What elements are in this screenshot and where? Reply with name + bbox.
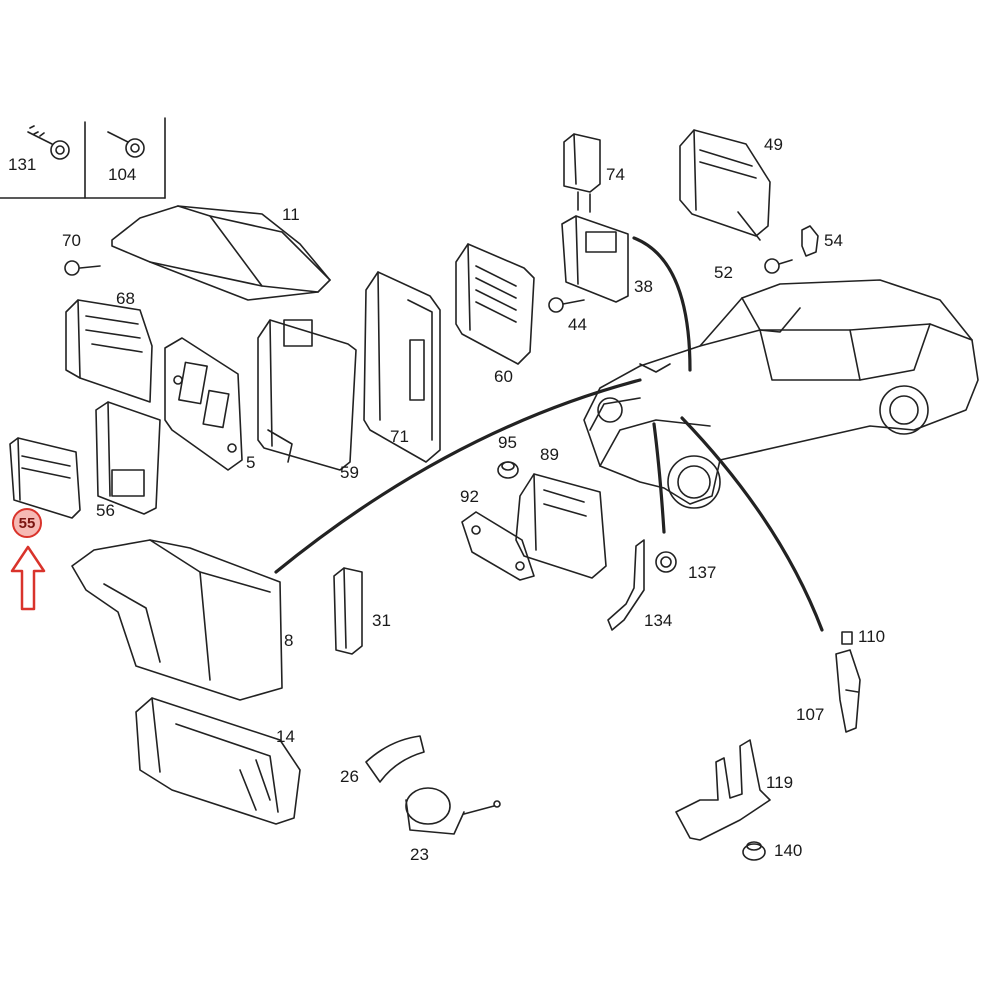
part-5-bracket xyxy=(164,337,243,471)
part-38-holder xyxy=(561,215,629,303)
part-label-68: 68 xyxy=(116,289,135,308)
part-119-bracket xyxy=(675,739,771,841)
part-label-54: 54 xyxy=(824,231,843,250)
part-label-104: 104 xyxy=(108,165,137,184)
highlight-badge: 55 xyxy=(12,508,42,538)
part-55-relay xyxy=(9,437,81,519)
part-52-screw xyxy=(764,258,793,274)
part-label-71: 71 xyxy=(390,427,409,446)
part-92-bracket xyxy=(461,511,535,581)
part-44-screw xyxy=(548,297,585,313)
part-label-60: 60 xyxy=(494,367,513,386)
part-label-38: 38 xyxy=(634,277,653,296)
part-23-pump xyxy=(405,787,501,835)
part-95-grommet xyxy=(497,461,519,479)
part-label-95: 95 xyxy=(498,433,517,452)
part-131-screw xyxy=(27,125,70,160)
part-31-strip xyxy=(333,567,363,655)
part-104-screw xyxy=(107,131,145,158)
part-107-switch xyxy=(835,649,861,733)
part-56-box xyxy=(95,401,161,515)
part-label-31: 31 xyxy=(372,611,391,630)
part-label-140: 140 xyxy=(774,841,803,860)
part-label-11: 11 xyxy=(282,205,300,224)
part-label-110: 110 xyxy=(858,627,886,646)
frame-lines xyxy=(0,117,166,199)
part-label-59: 59 xyxy=(340,463,359,482)
part-26-hose xyxy=(365,735,425,783)
part-label-92: 92 xyxy=(460,487,479,506)
part-137-nut xyxy=(655,551,677,573)
part-label-14: 14 xyxy=(276,727,295,746)
part-label-26: 26 xyxy=(340,767,359,786)
part-label-134: 134 xyxy=(644,611,673,630)
leader-lines xyxy=(274,236,824,632)
vehicle-illustration xyxy=(583,279,979,509)
part-label-56: 56 xyxy=(96,501,115,520)
part-134-bracket xyxy=(607,539,645,631)
part-110-cap xyxy=(841,631,853,645)
part-label-74: 74 xyxy=(606,165,625,184)
part-70-bolt xyxy=(64,260,101,276)
part-60-ecu xyxy=(455,243,535,365)
up-arrow-icon xyxy=(10,545,46,611)
part-label-52: 52 xyxy=(714,263,733,282)
part-59-module xyxy=(257,319,357,471)
part-label-49: 49 xyxy=(764,135,783,154)
part-54-clip xyxy=(801,225,819,257)
part-8-housing xyxy=(71,539,283,701)
part-14-tray xyxy=(135,697,301,825)
part-140-grommet xyxy=(742,841,766,861)
part-68-module xyxy=(65,299,153,403)
part-11-cover xyxy=(111,205,331,301)
part-label-137: 137 xyxy=(688,563,717,582)
part-label-70: 70 xyxy=(62,231,81,250)
part-89-module xyxy=(515,473,607,579)
part-label-131: 131 xyxy=(8,155,37,174)
part-label-119: 119 xyxy=(766,773,794,792)
part-74-relay xyxy=(563,133,601,213)
part-label-8: 8 xyxy=(284,631,294,650)
part-label-44: 44 xyxy=(568,315,587,334)
part-label-5: 5 xyxy=(246,453,256,472)
part-label-107: 107 xyxy=(796,705,825,724)
part-label-23: 23 xyxy=(410,845,429,864)
part-71-ecu xyxy=(363,271,441,463)
part-49-module xyxy=(679,129,771,241)
part-label-89: 89 xyxy=(540,445,559,464)
